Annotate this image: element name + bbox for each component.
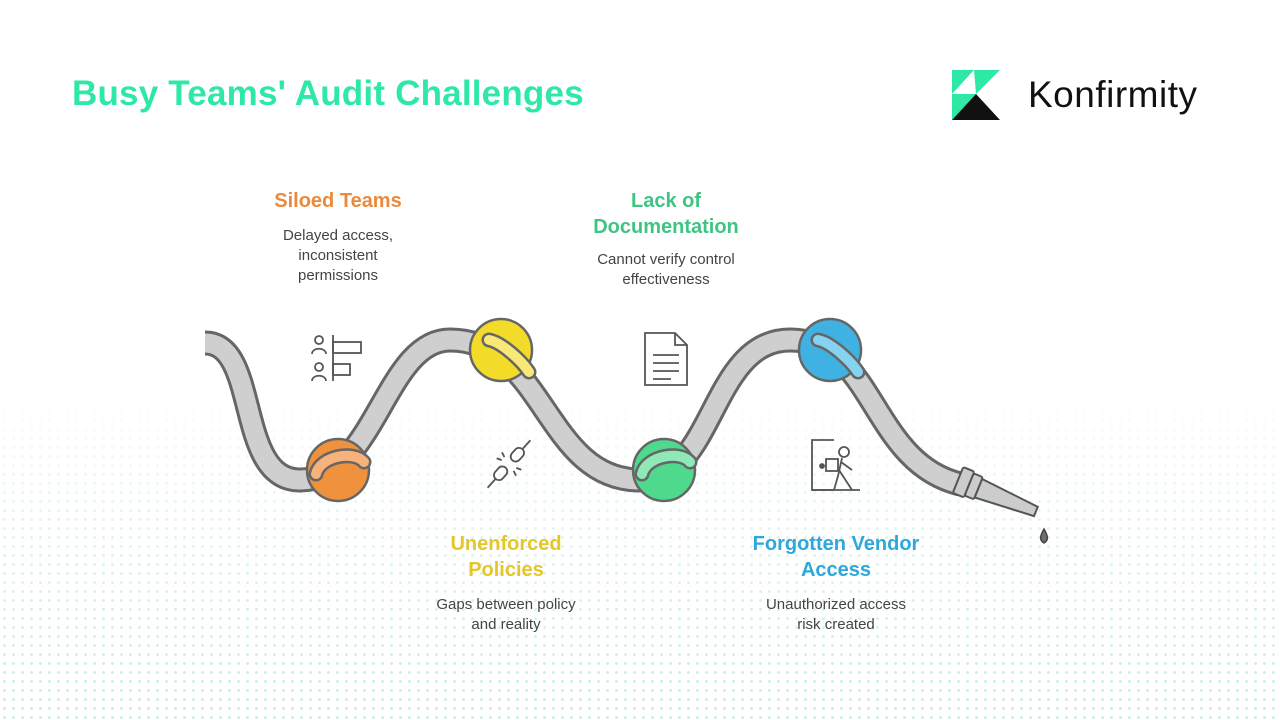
page-title: Busy Teams' Audit Challenges — [72, 74, 584, 113]
dotted-background — [0, 380, 1280, 720]
brand-name: Konfirmity — [1028, 74, 1198, 115]
challenge-siloed-teams: Siloed Teams Delayed access, inconsisten… — [248, 188, 428, 286]
challenge-description: Cannot verify control effectiveness — [597, 251, 735, 288]
challenge-title: Siloed Teams — [274, 190, 402, 212]
challenge-description: Gaps between policy and reality — [436, 596, 576, 633]
challenge-description: Unauthorized access risk created — [765, 596, 907, 633]
brand: Konfirmity — [952, 70, 1197, 120]
person-exiting-door-icon — [811, 439, 860, 491]
challenge-lack-of-documentation: Lack of Documentation Cannot verify cont… — [574, 188, 758, 290]
challenge-title: Forgotten Vendor Access — [752, 533, 920, 581]
knot-lack-of-documentation — [631, 437, 698, 503]
knot-forgotten-vendor-access — [797, 317, 866, 383]
hose-nozzle — [952, 466, 1040, 518]
konfirmity-logo-icon — [952, 70, 1000, 120]
challenge-forgotten-vendor-access: Forgotten Vendor Access Unauthorized acc… — [740, 531, 932, 635]
team-hierarchy-icon — [311, 335, 362, 382]
broken-chain-icon — [486, 439, 532, 489]
knot-siloed-teams — [305, 437, 372, 503]
challenge-unenforced-policies: Unenforced Policies Gaps between policy … — [420, 531, 592, 635]
document-icon — [644, 332, 688, 386]
challenge-title: Lack of Documentation — [593, 190, 739, 238]
challenge-description: Delayed access, inconsistent permissions — [282, 227, 394, 284]
challenge-title: Unenforced Policies — [450, 533, 562, 581]
knot-unenforced-policies — [468, 317, 537, 383]
water-drop-icon — [1039, 527, 1049, 544]
